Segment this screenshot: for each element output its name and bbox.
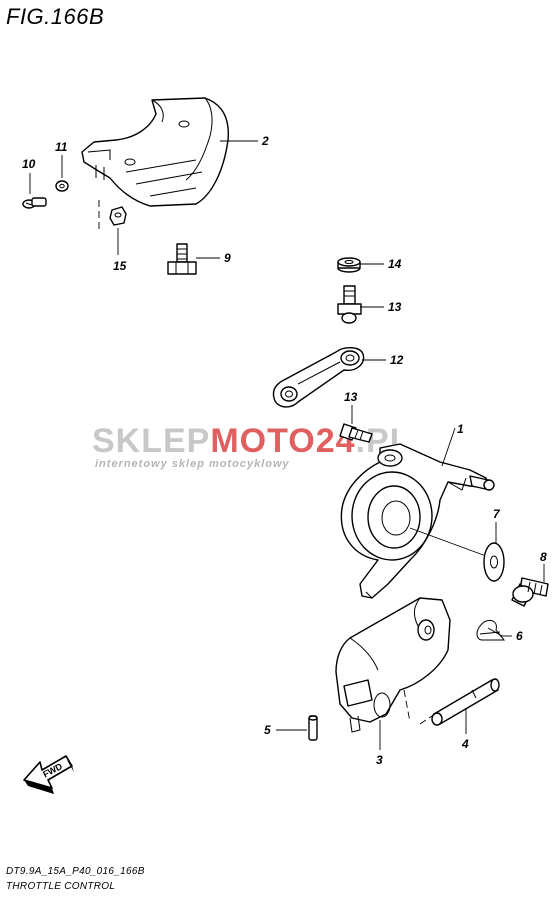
part-4-pin[interactable] <box>431 678 500 726</box>
part-12-link-rod[interactable] <box>272 347 365 408</box>
callout-4: 4 <box>461 737 469 751</box>
part-10-screw[interactable] <box>22 197 47 209</box>
fwd-arrow-icon: FWD <box>23 755 74 794</box>
part-13-ball-stud-upper[interactable] <box>337 285 362 324</box>
part-11-washer[interactable] <box>55 180 69 192</box>
callout-14: 14 <box>388 257 402 271</box>
figure-title: FIG.166B <box>6 4 105 29</box>
callout-10: 10 <box>22 157 36 171</box>
callout-11: 11 <box>55 140 68 154</box>
figure-code: DT9.9A_15A_P40_016_166B <box>6 866 145 877</box>
part-8-bolt[interactable] <box>511 577 549 607</box>
callout-5: 5 <box>264 723 271 737</box>
part-5-dowel-pin[interactable] <box>308 715 318 741</box>
part-2-bracket[interactable] <box>81 97 229 207</box>
callout-9: 9 <box>224 251 231 265</box>
callout-2: 2 <box>261 134 269 148</box>
part-1-throttle-cam[interactable] <box>340 443 495 599</box>
callout-1: 1 <box>457 422 464 436</box>
callout-7: 7 <box>493 507 501 521</box>
callout-8: 8 <box>540 550 547 564</box>
callout-6: 6 <box>516 629 523 643</box>
callout-13-lower: 13 <box>344 390 358 404</box>
callout-13-upper: 13 <box>388 300 402 314</box>
watermark-tagline: internetowy sklep motocyklowy <box>95 458 290 470</box>
watermark: SKLEPMOTO24.PL internetowy sklep motocyk… <box>92 422 410 470</box>
part-9-bolt[interactable] <box>167 243 197 275</box>
callout-3: 3 <box>376 753 383 767</box>
watermark-brand-2: MOTO <box>210 422 315 460</box>
part-6-hairpin-clip[interactable] <box>476 619 506 641</box>
part-14-nut[interactable] <box>337 257 361 273</box>
callout-15: 15 <box>113 259 127 273</box>
callout-12: 12 <box>390 353 404 367</box>
part-15-nut[interactable] <box>109 206 127 226</box>
part-3-throttle-housing[interactable] <box>335 597 451 733</box>
part-7-washer[interactable] <box>483 542 505 582</box>
watermark-brand-1: SKLEP <box>92 422 210 460</box>
figure-name: THROTTLE CONTROL <box>6 881 116 892</box>
part-13-bolt-lower[interactable] <box>339 423 373 443</box>
